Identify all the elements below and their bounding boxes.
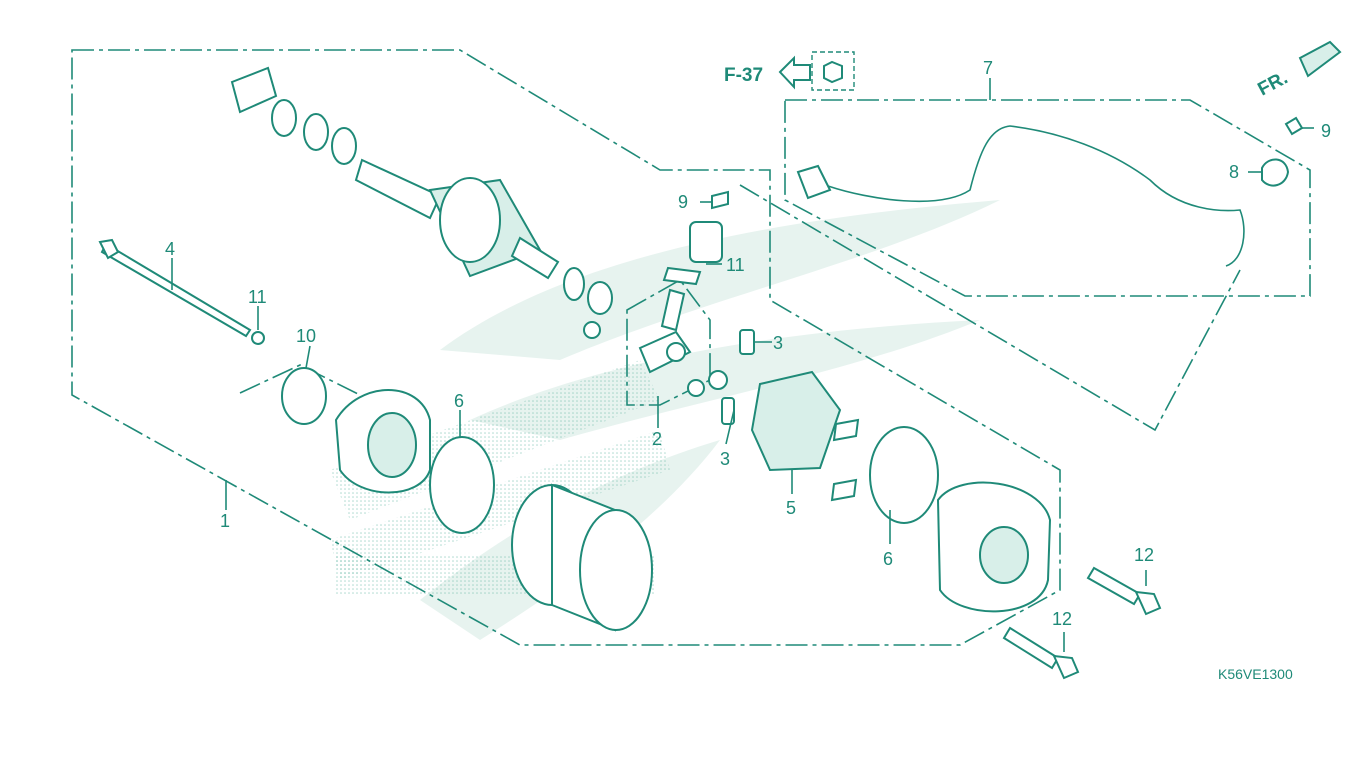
callout-2: 2 xyxy=(652,429,662,449)
callout-1: 1 xyxy=(220,511,230,531)
callout-leaders xyxy=(171,78,1314,652)
callout-9b: 9 xyxy=(1321,121,1331,141)
starter-cable xyxy=(796,116,1304,267)
callout-6b: 6 xyxy=(883,549,893,569)
reference-label: F-37 xyxy=(724,65,763,86)
callout-11b: 11 xyxy=(726,255,745,275)
callout-11a: 11 xyxy=(248,287,267,307)
reference-arrow[interactable]: F-37 xyxy=(724,51,855,91)
diagram-code: K56VE1300 xyxy=(1218,666,1293,682)
callout-12a: 12 xyxy=(1134,545,1154,565)
callout-10: 10 xyxy=(296,326,316,346)
yoke xyxy=(511,483,653,632)
cover-bolts xyxy=(1002,566,1162,680)
assembly-boundary-lines xyxy=(71,49,1311,646)
brush-holder-parts xyxy=(583,190,860,502)
rear-cover xyxy=(936,481,1052,613)
front-cover xyxy=(281,367,431,494)
through-bolt xyxy=(98,238,265,345)
front-label: FR. xyxy=(1254,68,1291,101)
o-ring-right xyxy=(869,426,939,524)
callout-12b: 12 xyxy=(1052,609,1072,629)
callout-7: 7 xyxy=(983,58,993,78)
callout-9a: 9 xyxy=(678,192,688,212)
armature xyxy=(230,66,613,315)
callout-5: 5 xyxy=(786,498,796,518)
callout-6a: 6 xyxy=(454,391,464,411)
callout-3b: 3 xyxy=(720,449,730,469)
callout-8: 8 xyxy=(1229,162,1239,182)
front-direction-marker: FR. xyxy=(1254,40,1342,101)
callout-labels: 1 2 3 3 4 5 6 6 7 8 9 9 10 11 11 12 12 xyxy=(165,58,1331,629)
callout-4: 4 xyxy=(165,239,175,259)
o-ring-left xyxy=(429,436,495,534)
callout-3a: 3 xyxy=(773,333,783,353)
